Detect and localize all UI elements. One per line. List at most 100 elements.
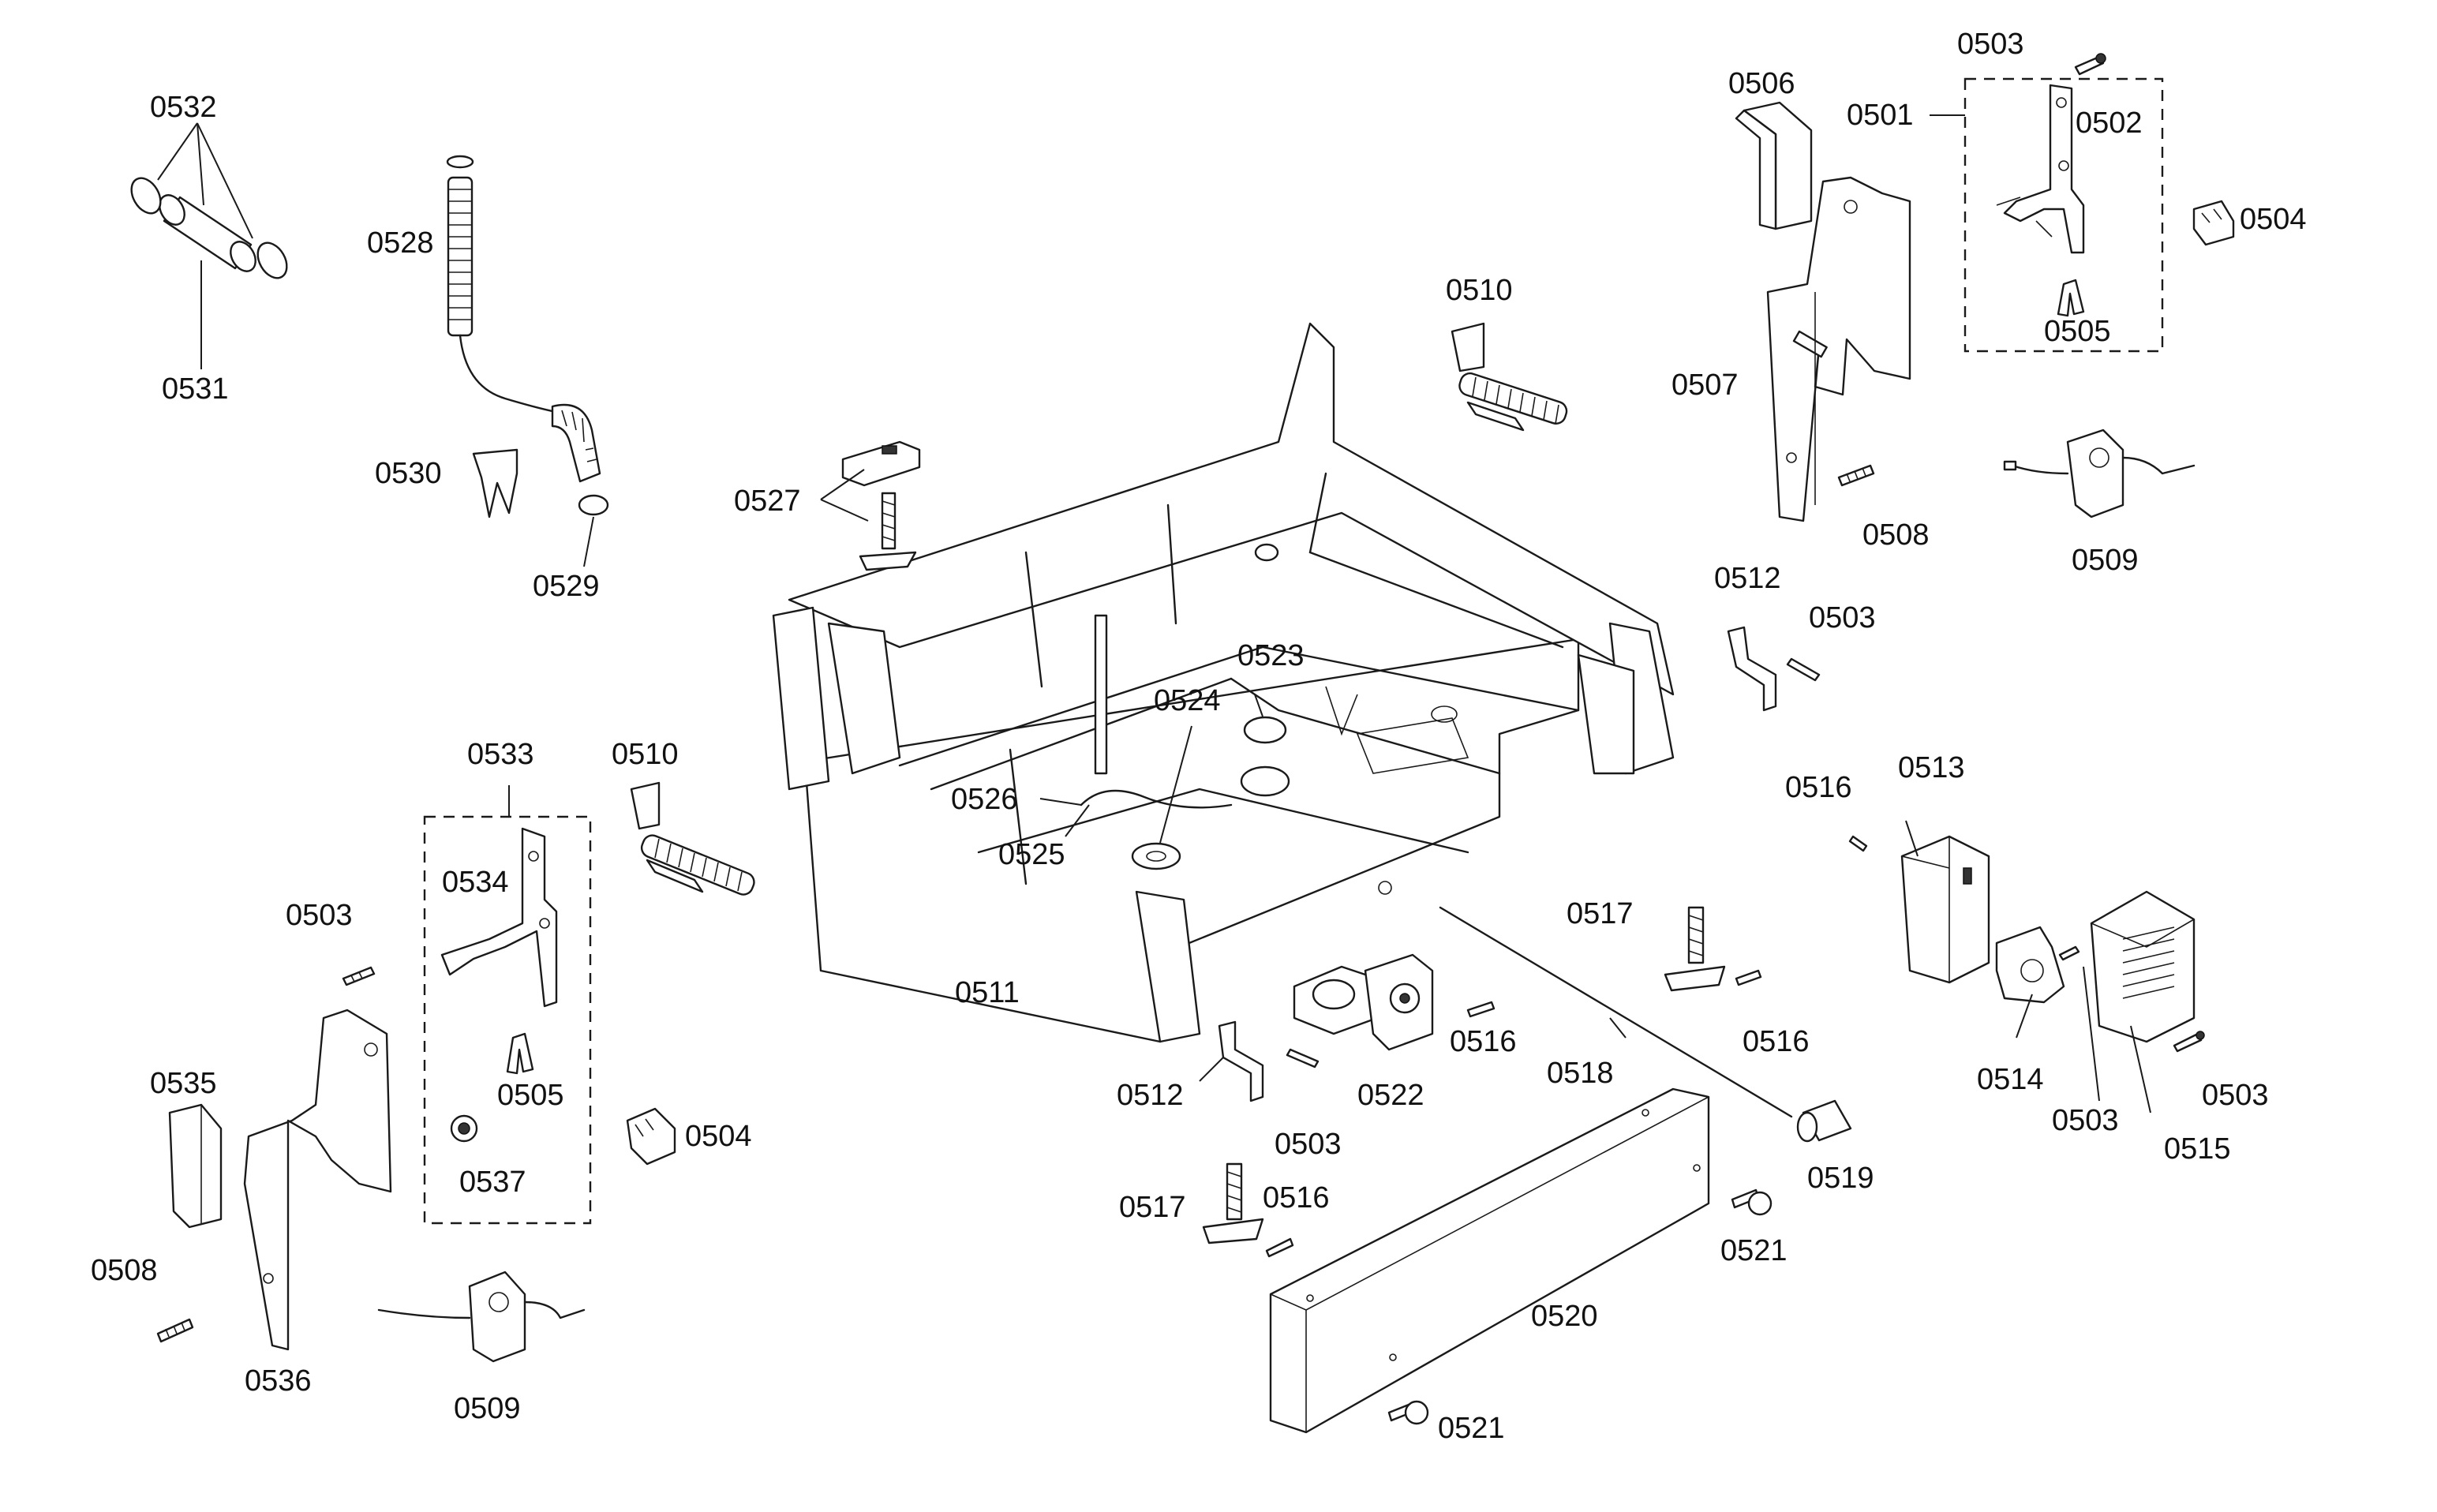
label-0521-b: 0521: [1438, 1412, 1505, 1445]
label-0504-left: 0504: [685, 1120, 752, 1153]
base-tub-0511: [772, 322, 1675, 1043]
label-0511: 0511: [955, 976, 1020, 1009]
label-0503-right: 0503: [1809, 601, 1876, 634]
bracket-0502: [1996, 84, 2085, 254]
pad-0527: [841, 440, 921, 487]
screw-0503-right: [1786, 657, 1821, 682]
callout-labels: 0532 0531 0528 0530 0529 0527 0510 0506 …: [91, 28, 2307, 1445]
label-0535: 0535: [150, 1067, 217, 1100]
screw-0516-c: [1735, 969, 1762, 986]
valve-0522: [1293, 953, 1434, 1051]
hose-0531: [159, 194, 256, 272]
bracket-0514: [1995, 926, 2065, 1004]
label-0512-mid: 0512: [1117, 1079, 1184, 1112]
label-0522: 0522: [1357, 1079, 1424, 1112]
clip-0505-top: [2057, 279, 2085, 317]
label-0503-mid: 0503: [1275, 1128, 1342, 1161]
label-0532: 0532: [150, 91, 217, 124]
drain-hose-0528: [446, 155, 601, 483]
label-0508-left: 0508: [91, 1254, 158, 1287]
nut-0537: [450, 1114, 478, 1143]
clamp-0532-right: [256, 241, 288, 279]
cover-0535-left: [168, 1103, 223, 1229]
label-0505-left: 0505: [497, 1079, 564, 1112]
label-0528: 0528: [367, 226, 434, 260]
label-0517-b: 0517: [1119, 1191, 1186, 1224]
bracket-0536: [243, 1009, 392, 1351]
label-0503-b: 0503: [2052, 1104, 2119, 1137]
label-0533: 0533: [467, 738, 534, 771]
cap-0504-left: [626, 1107, 676, 1166]
screw-0503-top: [2074, 53, 2106, 76]
label-0505-top: 0505: [2044, 315, 2111, 348]
bracket-0534: [440, 827, 558, 1008]
label-0526: 0526: [951, 783, 1018, 816]
label-0524: 0524: [1154, 684, 1221, 717]
clip-0505-left: [506, 1032, 534, 1075]
foot-0517-b: [1202, 1162, 1264, 1244]
label-0523: 0523: [1237, 639, 1305, 672]
group-box-0533: [423, 815, 592, 1225]
screw-0521-a: [1731, 1188, 1773, 1216]
label-0521-a: 0521: [1720, 1234, 1788, 1267]
ring-0529: [578, 494, 609, 516]
label-0510-top: 0510: [1446, 274, 1513, 307]
label-0517-a: 0517: [1567, 897, 1634, 930]
housing-0513: [1900, 835, 1990, 984]
panel-0520: [1269, 1087, 1710, 1434]
label-0536: 0536: [245, 1364, 312, 1398]
label-0506: 0506: [1728, 67, 1795, 100]
label-0516-c: 0516: [1743, 1025, 1810, 1058]
label-0516-a: 0516: [1785, 771, 1852, 804]
screw-0516-d: [1265, 1237, 1294, 1258]
label-0503-top: 0503: [1957, 28, 2024, 61]
label-0513: 0513: [1898, 751, 1965, 784]
label-0503-left: 0503: [286, 899, 353, 932]
bracket-0507: [1766, 176, 1911, 522]
label-0507: 0507: [1671, 369, 1739, 402]
label-0509-right: 0509: [2072, 544, 2139, 577]
label-0530: 0530: [375, 457, 442, 490]
screw-0516-b: [1466, 1001, 1496, 1018]
cover-0515: [2090, 890, 2196, 1043]
label-0518: 0518: [1547, 1057, 1614, 1090]
knob-0519: [1796, 1099, 1852, 1143]
screw-0516-a: [1848, 835, 1868, 852]
bracket-0512-mid: [1218, 1020, 1264, 1102]
label-0519: 0519: [1807, 1162, 1874, 1195]
screw-0521-b: [1387, 1400, 1429, 1425]
cover-0506: [1735, 101, 1813, 230]
label-0512-right: 0512: [1714, 562, 1781, 595]
label-0509-left: 0509: [454, 1392, 521, 1425]
label-0534: 0534: [442, 866, 509, 899]
label-0516-b: 0516: [1450, 1025, 1517, 1058]
label-0508-right: 0508: [1862, 518, 1930, 552]
label-0503-c: 0503: [2202, 1079, 2269, 1112]
screw-0508-left: [156, 1318, 194, 1343]
label-0501: 0501: [1847, 99, 1914, 132]
rod-0518: [1439, 906, 1793, 1118]
label-0537: 0537: [459, 1166, 526, 1199]
label-0520: 0520: [1531, 1300, 1598, 1333]
spring-0510-top: [1451, 322, 1568, 432]
sensor-0509-left: [377, 1271, 586, 1363]
screw-0503-mid: [1286, 1048, 1320, 1069]
cap-0504-top: [2192, 200, 2235, 246]
bracket-0512-right: [1727, 626, 1777, 712]
screw-0508-right: [1837, 464, 1875, 487]
label-0516-d: 0516: [1263, 1181, 1330, 1214]
spring-0510-left: [630, 781, 755, 896]
screw-0527: [859, 492, 917, 571]
label-0531: 0531: [162, 372, 229, 406]
label-0529: 0529: [533, 570, 600, 603]
label-0515: 0515: [2164, 1132, 2231, 1166]
label-0514: 0514: [1977, 1063, 2044, 1096]
label-0525: 0525: [998, 838, 1065, 871]
screw-0503-left: [342, 966, 376, 986]
label-0527: 0527: [734, 485, 801, 518]
clip-0530: [472, 448, 518, 518]
sensor-0509-right: [2003, 429, 2196, 518]
foot-0517-a: [1664, 906, 1726, 992]
screw-0503-c: [2173, 1031, 2205, 1053]
